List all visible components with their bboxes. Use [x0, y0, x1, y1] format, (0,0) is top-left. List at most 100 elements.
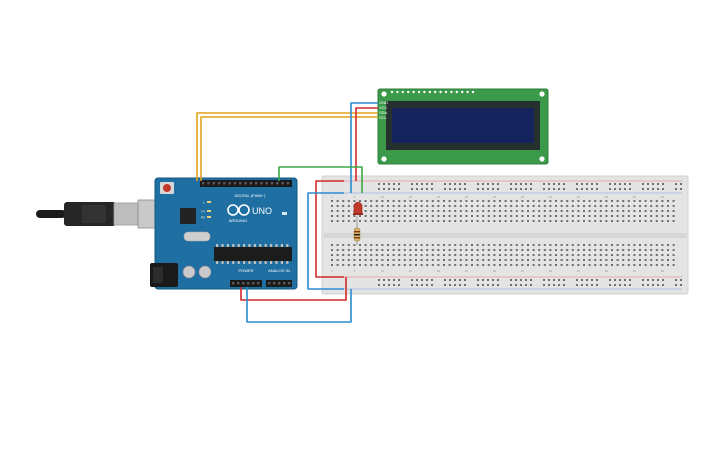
breadboard-hole: [521, 244, 524, 246]
led-red[interactable]: [353, 201, 363, 215]
breadboard-hole: [594, 215, 597, 217]
breadboard-hole: [471, 200, 473, 202]
breadboard-hole: [420, 249, 423, 251]
breadboard-hole: [577, 254, 580, 256]
arduino-uno[interactable]: DIGITAL (PWM~) UNO ARDUINO L TX RX POWER…: [150, 177, 298, 290]
breadboard-hole: [448, 254, 451, 256]
rail-hole: [426, 284, 428, 286]
breadboard-hole: [448, 264, 451, 266]
breadboard-hole: [566, 220, 569, 222]
rail-hole: [624, 279, 626, 281]
breadboard-hole: [353, 249, 356, 251]
breadboard-hole: [515, 259, 518, 261]
breadboard-hole: [583, 205, 585, 207]
breadboard-hole: [605, 254, 608, 256]
breadboard-hole: [471, 249, 473, 251]
wire-yellow-sda[interactable]: [196, 112, 378, 181]
breadboard-hole: [594, 254, 597, 256]
power-pin: [232, 282, 235, 285]
wire-red-lcd-vcc[interactable]: [355, 107, 378, 181]
breadboard-hole: [672, 205, 675, 207]
wire-red-rail-top[interactable]: [315, 180, 344, 278]
column-number-bottom: 15: [409, 269, 413, 273]
breadboard-hole: [431, 254, 434, 256]
breadboard-hole: [527, 220, 529, 222]
breadboard-hole: [655, 200, 658, 202]
wire-blue-rail-top[interactable]: [307, 192, 344, 290]
breadboard-hole: [555, 264, 557, 266]
breadboard-hole: [437, 264, 440, 266]
l-led-label: L: [203, 201, 205, 205]
rail-hole: [398, 284, 400, 286]
breadboard-hole: [538, 259, 541, 261]
usb-cable[interactable]: [36, 199, 163, 229]
breadboard-hole: [487, 205, 490, 207]
breadboard-hole: [538, 264, 541, 266]
digital-pin: [212, 182, 215, 185]
wire-green-signal[interactable]: [278, 166, 363, 193]
breadboard-hole: [667, 244, 669, 246]
breadboard-hole: [599, 220, 602, 222]
breadboard-hole: [364, 200, 367, 202]
lcd-mount-hole-br: [539, 156, 545, 162]
breadboard-hole: [672, 200, 675, 202]
lcd-i2c-16x2[interactable]: GND VCC SDA SCL: [377, 88, 549, 165]
rx-led-label: RX: [201, 216, 205, 220]
breadboard-hole: [431, 200, 434, 202]
breadboard-hole: [347, 210, 350, 212]
rail-hole: [487, 188, 489, 190]
breadboard-hole: [375, 220, 378, 222]
wire-blue-lcd-gnd[interactable]: [350, 102, 378, 193]
rx-led: [207, 216, 211, 218]
breadboard-hole: [521, 210, 524, 212]
breadboard-hole: [437, 244, 440, 246]
breadboard-hole: [342, 205, 345, 207]
breadboard-hole: [476, 259, 479, 261]
breadboard-hole: [639, 215, 641, 217]
chip-leg: [275, 244, 278, 247]
rail-hole: [662, 188, 664, 190]
wire-yellow-scl[interactable]: [200, 116, 378, 181]
chip-leg: [216, 261, 219, 264]
resistor-band-3: [354, 237, 360, 239]
breadboard-hole: [622, 200, 625, 202]
rail-hole: [398, 279, 400, 281]
breadboard-hole: [387, 244, 389, 246]
power-pin: [242, 282, 245, 285]
power-pin: [257, 282, 260, 285]
lcd-pin-hole: [471, 90, 475, 94]
rail-hole: [444, 188, 446, 190]
breadboard-hole: [448, 205, 451, 207]
lcd-header-pins: [390, 90, 475, 94]
breadboard-hole: [611, 249, 613, 251]
rail-hole: [629, 188, 631, 190]
rail-hole: [492, 279, 494, 281]
atmega-chip-legs: [216, 244, 289, 264]
breadboard-hole: [493, 220, 496, 222]
breadboard-hole: [560, 254, 563, 256]
breadboard-hole: [476, 244, 479, 246]
breadboard-hole: [521, 264, 524, 266]
breadboard-hole: [538, 254, 541, 256]
wire-red-power[interactable]: [240, 277, 347, 301]
breadboard-hole: [331, 259, 333, 261]
breadboard-hole: [566, 215, 569, 217]
resistor[interactable]: [353, 227, 361, 242]
lcd-mount-hole-bl: [381, 156, 387, 162]
breadboard-hole: [437, 220, 440, 222]
rail-hole: [520, 188, 522, 190]
rail-hole: [520, 183, 522, 185]
breadboard-hole: [482, 215, 485, 217]
breadboard-hole: [599, 210, 602, 212]
breadboard-hole: [504, 249, 507, 251]
breadboard-hole: [364, 210, 367, 212]
rail-hole: [464, 279, 466, 281]
breadboard-hole: [622, 249, 625, 251]
breadboard-hole: [583, 215, 585, 217]
digital-pin: [265, 182, 268, 185]
breadboard[interactable]: 1155101015152020252530303535404045455050…: [321, 175, 689, 295]
power-pin: [247, 282, 250, 285]
wire-blue-ground[interactable]: [246, 287, 352, 323]
breadboard-hole: [571, 254, 574, 256]
rail-hole: [492, 284, 494, 286]
